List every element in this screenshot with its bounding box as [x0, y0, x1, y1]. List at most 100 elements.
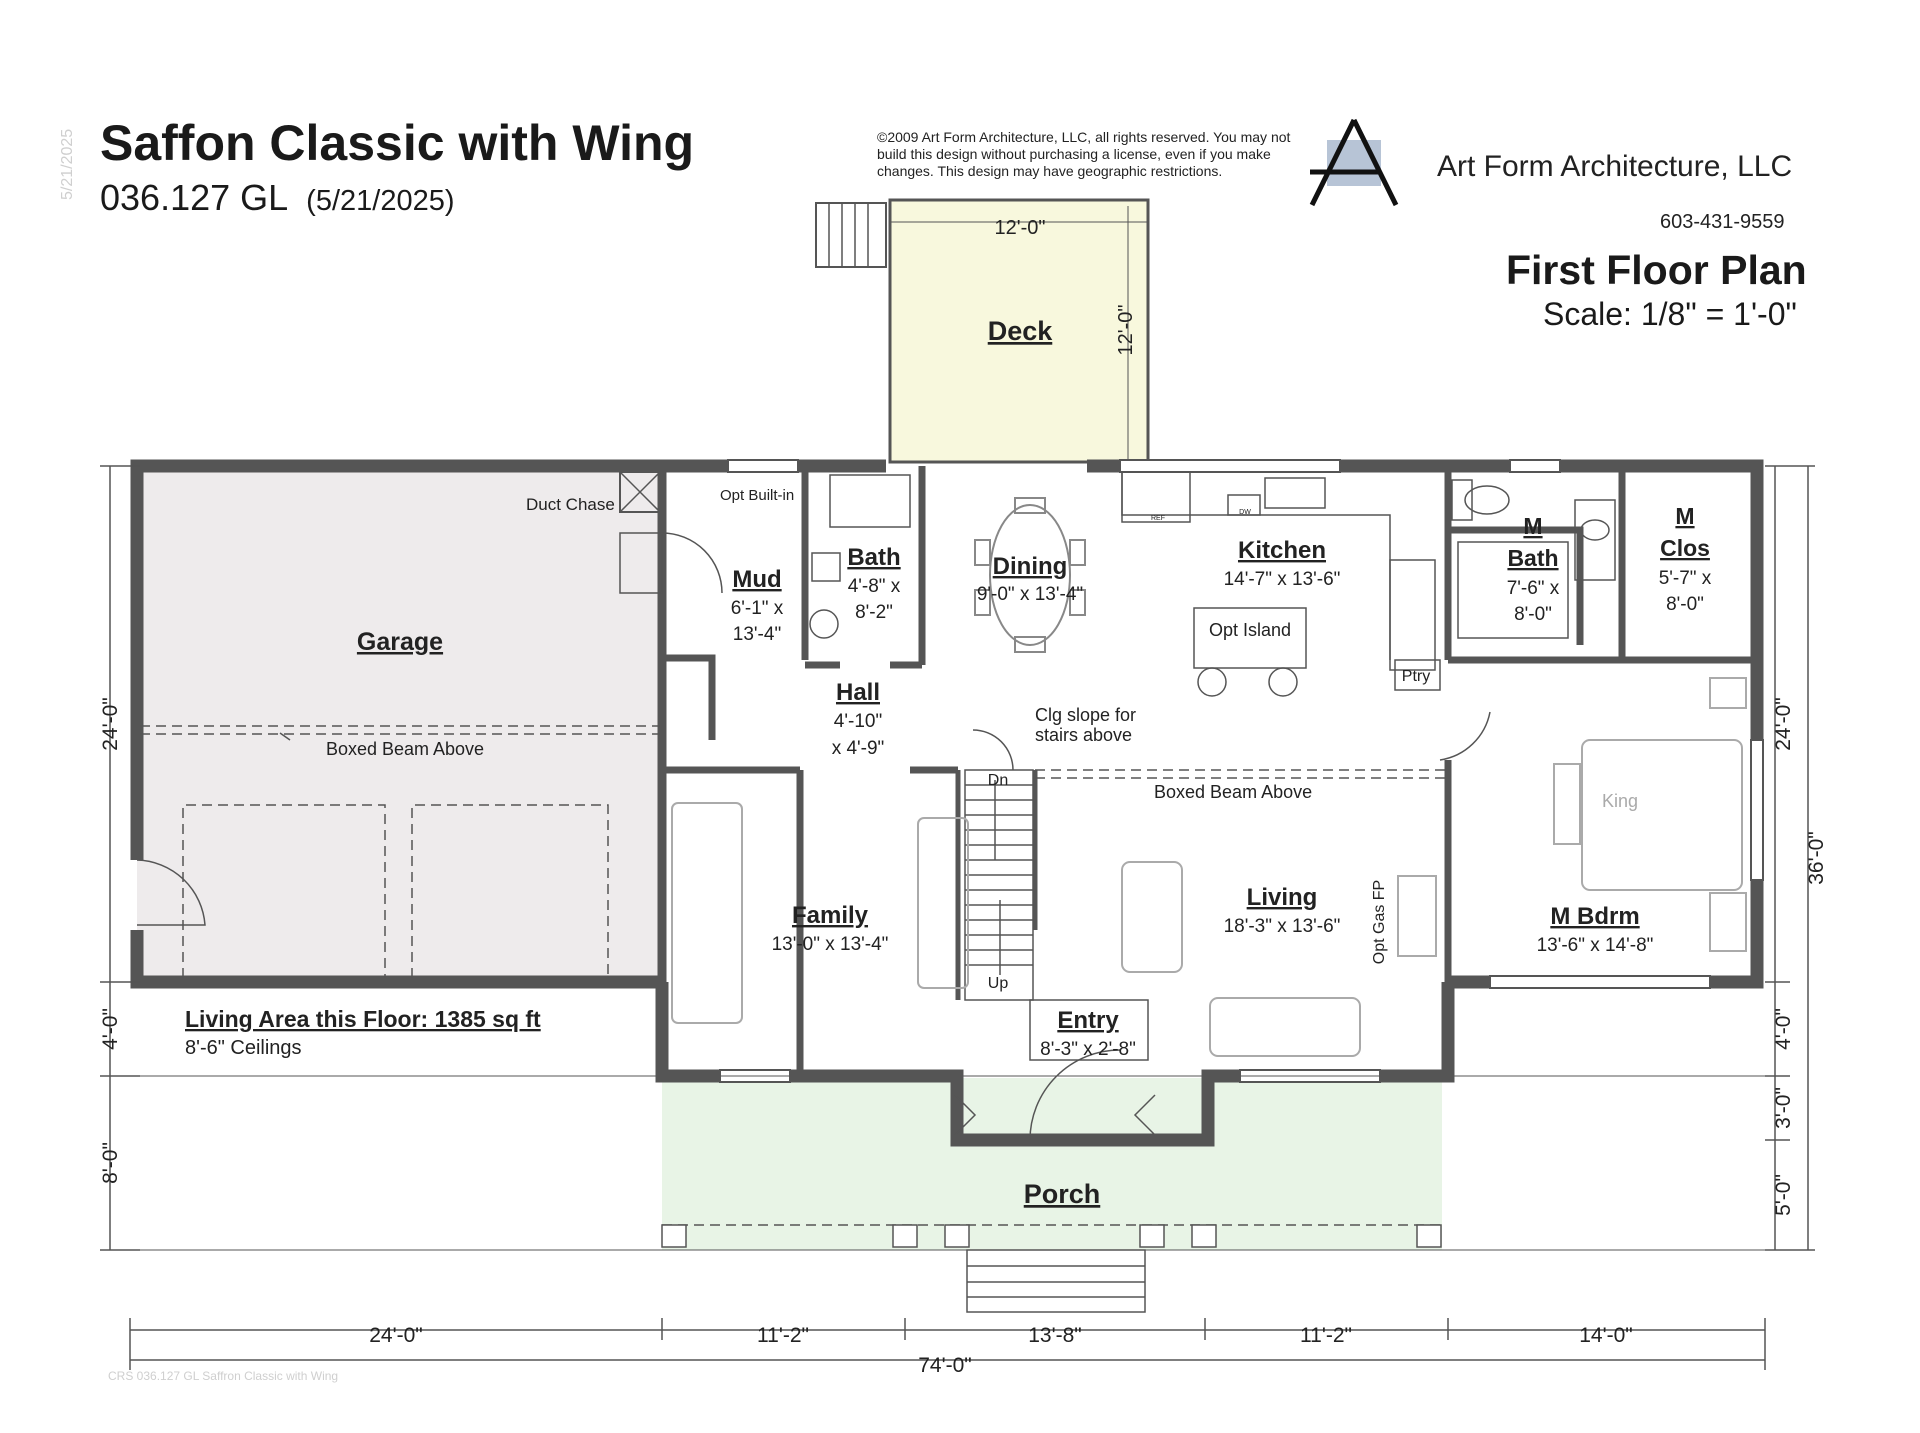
sidelight-marks — [954, 1094, 1156, 1136]
dining-table-top — [989, 504, 1071, 646]
window-mbath — [1509, 459, 1561, 473]
dim-bottom-4: 11'-2" — [1300, 1324, 1352, 1347]
ref-label: REF — [1151, 515, 1165, 522]
bed-label: King — [1602, 791, 1638, 811]
mbdrm-dim: 13'-6" x 14'-8" — [1537, 935, 1654, 956]
garage-beam-label: Boxed Beam Above — [326, 739, 484, 759]
living-chair — [1121, 861, 1183, 973]
post-6 — [1416, 1224, 1442, 1248]
hall-dim-1: 4'-10" — [834, 711, 882, 732]
garage-label: Garage — [357, 628, 443, 656]
mclos-label-2: Clos — [1660, 535, 1710, 561]
family-chair — [917, 817, 969, 989]
dim-right-3: 3'-0" — [1772, 1087, 1795, 1129]
deck-stair — [815, 202, 887, 268]
clg-slope-note-1: Clg slope for — [1035, 705, 1136, 725]
island-label: Opt Island — [1209, 620, 1291, 640]
mbath-label-2: Bath — [1507, 545, 1558, 571]
labels: Deck 12'-0" 12'-0" Garage Boxed Beam Abo… — [99, 217, 1828, 1377]
garage-door-openings — [182, 804, 609, 978]
pantry-box — [1394, 659, 1441, 691]
dim-total: 74'-0" — [918, 1354, 972, 1377]
beam-leader — [279, 732, 291, 741]
living-dim: 18'-3" x 13'-6" — [1224, 916, 1341, 937]
hall-dim-2: x 4'-9" — [832, 738, 885, 759]
chair-top — [1014, 497, 1046, 514]
logo-accent-square — [1327, 140, 1381, 186]
bedroom-door-swing — [1439, 711, 1491, 761]
wall-mbath-shower — [1448, 526, 1584, 645]
mbath-dim-2: 8'-0" — [1514, 604, 1552, 625]
refrigerator — [1121, 471, 1191, 523]
porch-details — [661, 999, 1442, 1313]
dim-bottom-1: 24'-0" — [369, 1324, 423, 1347]
plan-date: (5/21/2025) — [306, 185, 455, 217]
mbath-shower — [1457, 541, 1569, 639]
toilet-tank — [811, 552, 841, 582]
stair-arrows — [994, 780, 1001, 975]
logo-a-mark — [1309, 118, 1399, 207]
stairs — [964, 729, 1445, 1001]
entry-label: Entry — [1057, 1007, 1119, 1034]
garage-side-door — [136, 859, 206, 926]
plan-number: 036.127 GL (5/21/2025) — [100, 180, 454, 216]
bath-dim-2: 8'-2" — [855, 602, 893, 623]
living-sofa — [1209, 997, 1361, 1057]
pantry-label: Ptry — [1402, 668, 1430, 685]
kitchen-dim: 14'-7" x 13'-6" — [1224, 569, 1341, 590]
dw-label: DW — [1239, 509, 1251, 516]
post-1 — [661, 1224, 687, 1248]
living-area-note: Living Area this Floor: 1385 sq ft — [185, 1006, 541, 1032]
wall-mud-closet — [662, 654, 716, 740]
window-mud — [727, 459, 799, 473]
mbdrm-label: M Bdrm — [1550, 903, 1639, 930]
entry-dim: 8'-3" x 2'-8" — [1040, 1039, 1136, 1060]
stair-dn-label: Dn — [988, 772, 1008, 789]
garage-fill — [137, 472, 662, 982]
entry-box — [1029, 999, 1149, 1061]
deck-stair-treads — [828, 203, 869, 267]
range — [1389, 559, 1436, 671]
dim-left-2: 4'-0" — [99, 1008, 122, 1050]
porch-label: Porch — [1024, 1179, 1101, 1209]
chair-right-1 — [1069, 539, 1086, 566]
kitchen-label: Kitchen — [1238, 537, 1326, 564]
chair-bottom — [1014, 636, 1046, 653]
dim-left-ticks — [100, 465, 140, 1251]
living-beam-label: Boxed Beam Above — [1154, 782, 1312, 802]
mud-dim-1: 6'-1" x — [731, 598, 784, 619]
king-bed — [1581, 739, 1743, 891]
dim-bottom-5: 14'-0" — [1579, 1324, 1633, 1347]
front-step-treads — [967, 1265, 1145, 1298]
mud-label: Mud — [732, 566, 781, 593]
plan-number-text: 036.127 GL — [100, 177, 289, 218]
mclos-label-1: M — [1675, 503, 1694, 529]
stool-2 — [1268, 667, 1298, 697]
stair-ceiling-slope — [972, 729, 1014, 771]
duct-chase-label: Duct Chase — [526, 495, 615, 514]
furniture — [671, 677, 1747, 1057]
ceilings-note: 8'-6" Ceilings — [185, 1037, 302, 1059]
mud-door-swing — [661, 532, 723, 594]
builtin-label: Opt Built-in — [720, 487, 794, 504]
lavatory — [809, 609, 839, 639]
duct-chase-x — [619, 471, 661, 513]
mclos-dim-2: 8'-0" — [1666, 594, 1704, 615]
bed-bench — [1553, 763, 1581, 845]
dining-table — [974, 497, 1086, 653]
mbath-sink — [1580, 519, 1610, 541]
dishwasher — [1227, 494, 1261, 516]
dimension-lines — [100, 465, 1815, 1370]
mud-steps — [619, 532, 663, 594]
nightstand-2 — [1709, 892, 1747, 952]
stair-up-label: Up — [988, 975, 1009, 992]
dim-right-1: 24'-0" — [1772, 697, 1795, 751]
garage-details — [136, 471, 723, 978]
dining-label: Dining — [993, 553, 1068, 580]
firm-name: Art Form Architecture, LLC — [1437, 150, 1793, 183]
stool-1 — [1197, 667, 1227, 697]
mbath-toilet — [1464, 485, 1510, 515]
living-beam-line — [1035, 769, 1445, 779]
mbath-toilet-tank — [1451, 479, 1473, 521]
